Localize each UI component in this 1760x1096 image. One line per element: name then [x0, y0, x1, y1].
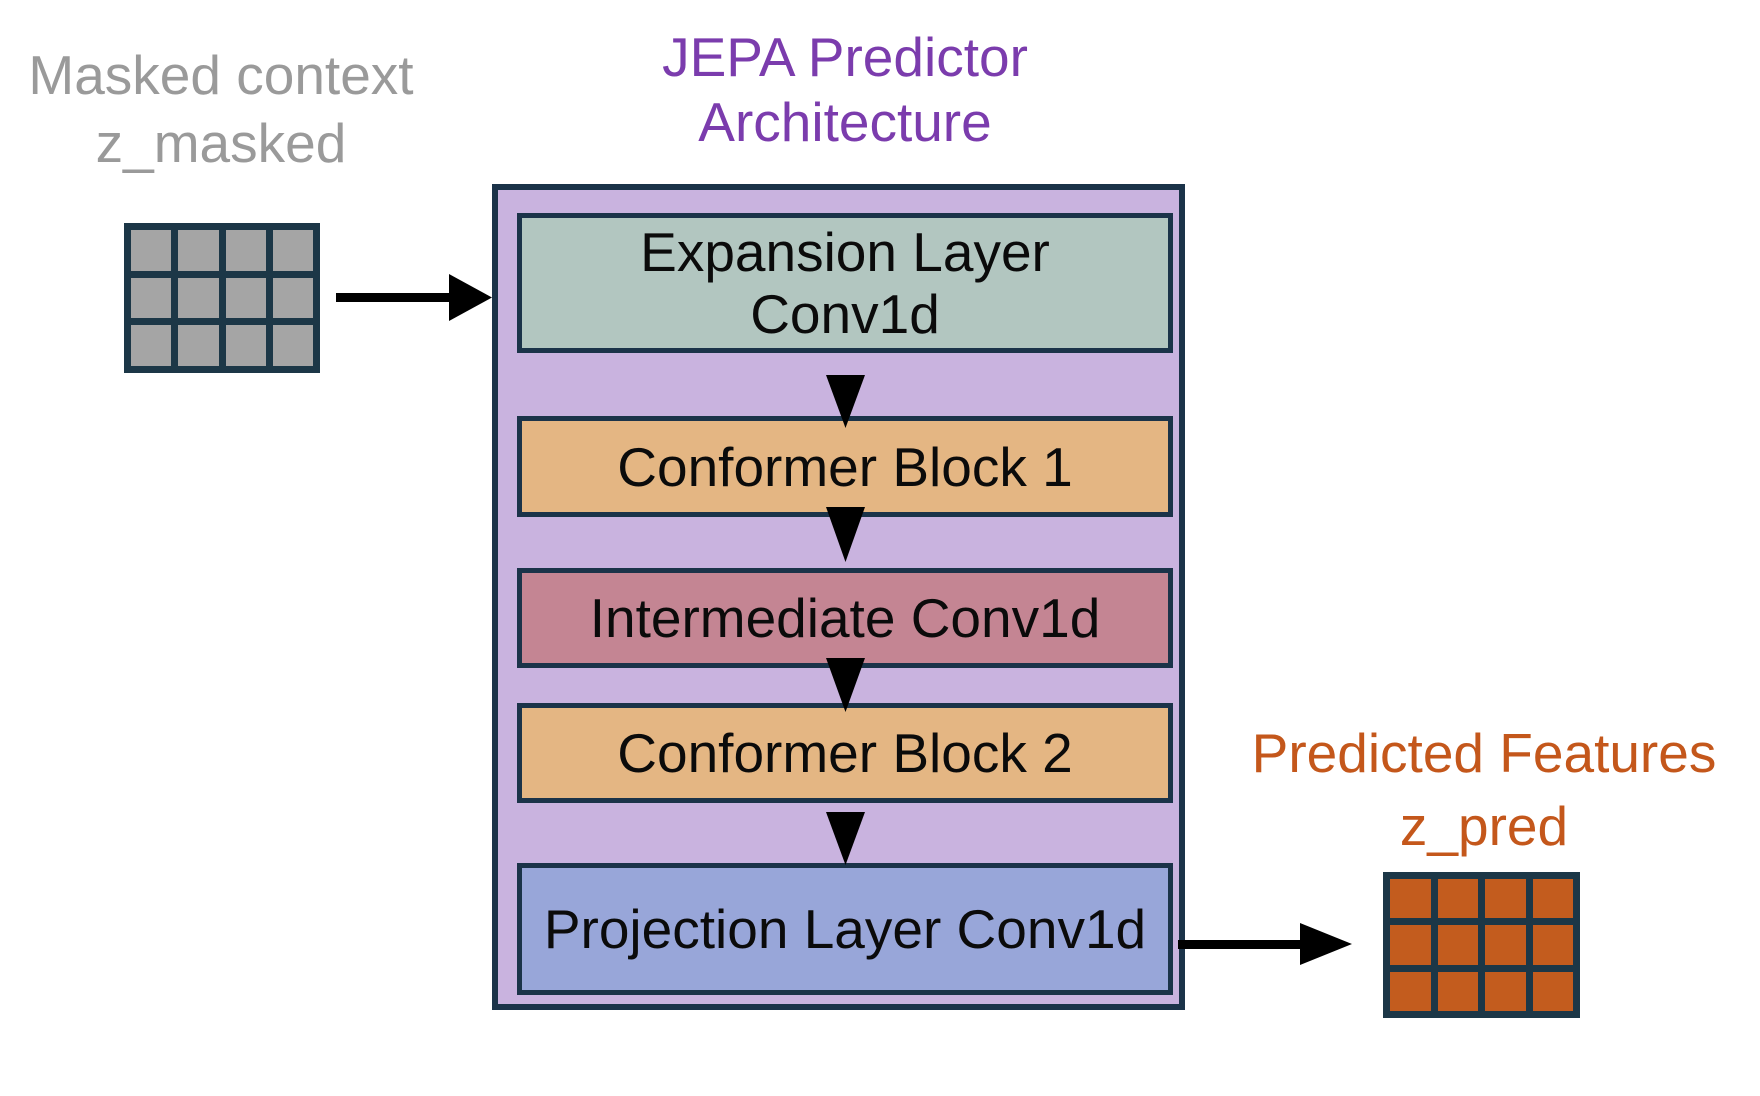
grid-cell	[1485, 925, 1526, 965]
block-conformer-1: Conformer Block 1	[517, 416, 1173, 517]
block-label: Conv1d	[750, 283, 940, 345]
output-arrow-icon	[1178, 940, 1303, 949]
input-arrow-head-icon	[449, 274, 492, 321]
grid-cell	[225, 325, 266, 366]
block-projection-layer: Projection Layer Conv1d	[517, 863, 1173, 995]
diagram-title-line1: JEPA Predictor	[662, 26, 1028, 88]
grid-cell	[178, 325, 219, 366]
grid-cell	[225, 277, 266, 319]
block-label: Projection Layer Conv1d	[543, 898, 1147, 960]
grid-cell	[131, 277, 172, 319]
predicted-features-label-line2: z_pred	[1399, 795, 1569, 857]
block-expansion-layer: Expansion Layer Conv1d	[517, 213, 1173, 353]
grid-cell	[131, 230, 172, 271]
grid-cell	[1532, 971, 1573, 1011]
masked-context-label-line1: Masked context	[28, 44, 414, 106]
masked-context-grid	[124, 223, 320, 373]
block-conformer-2: Conformer Block 2	[517, 703, 1173, 803]
block-label: Expansion Layer	[640, 221, 1050, 283]
grid-cell	[178, 230, 219, 271]
grid-cell	[272, 230, 313, 271]
input-arrow-icon	[336, 293, 452, 302]
block-label: Conformer Block 2	[617, 722, 1073, 784]
grid-cell	[1532, 925, 1573, 965]
block-label: Intermediate Conv1d	[589, 587, 1101, 649]
grid-cell	[272, 277, 313, 319]
grid-cell	[1437, 879, 1478, 919]
grid-cell	[1485, 879, 1526, 919]
output-arrow-head-icon	[1300, 923, 1352, 965]
block-label: Conformer Block 1	[617, 435, 1073, 498]
grid-cell	[1390, 971, 1431, 1011]
masked-context-label: Masked context z_masked	[21, 41, 421, 177]
predicted-features-label-line1: Predicted Features	[1251, 722, 1717, 784]
grid-cell	[1390, 879, 1431, 919]
grid-cell	[178, 277, 219, 319]
grid-cell	[1532, 879, 1573, 919]
grid-cell	[1390, 925, 1431, 965]
diagram-title-line2: Architecture	[698, 91, 992, 153]
block-intermediate-conv1d: Intermediate Conv1d	[517, 568, 1173, 668]
grid-cell	[131, 325, 172, 366]
grid-cell	[1437, 925, 1478, 965]
grid-cell	[1485, 971, 1526, 1011]
diagram-title: JEPA Predictor Architecture	[545, 25, 1145, 155]
grid-cell	[225, 230, 266, 271]
grid-cell	[1437, 971, 1478, 1011]
masked-context-label-line2: z_masked	[95, 112, 347, 174]
predicted-features-label: Predicted Features z_pred	[1184, 717, 1760, 863]
predicted-features-grid	[1383, 872, 1580, 1018]
grid-cell	[272, 325, 313, 366]
